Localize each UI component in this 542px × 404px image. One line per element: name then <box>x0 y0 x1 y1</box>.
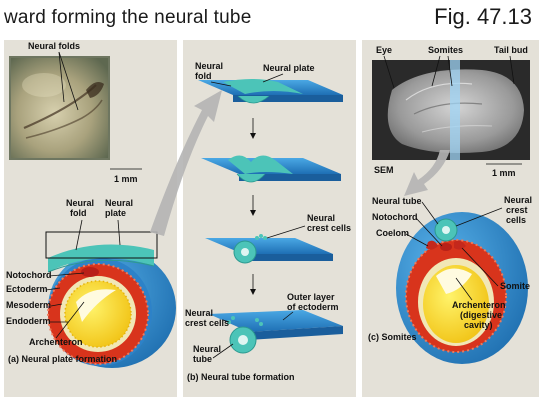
stage-1-neural-plate <box>198 79 343 103</box>
label-neural-crest-c-2: crest <box>506 205 528 215</box>
label-neural-crest-b1-2: crest cells <box>307 223 351 233</box>
label-neural-crest-b2-2: crest cells <box>185 318 229 328</box>
label-neural-folds-photo: Neural folds <box>28 41 80 51</box>
label-archenteron-c-3: cavity) <box>464 320 493 330</box>
label-notochord-c: Notochord <box>372 212 418 222</box>
panel-b-diagram: Neural fold Neural plate Neural crest ce… <box>183 40 356 397</box>
panel-somites: Eye Somites Tail bud SEM 1 mm Neural tub… <box>362 40 539 397</box>
label-neural-crest-c-3: cells <box>506 215 526 225</box>
label-neural-crest-b1-1: Neural <box>307 213 335 223</box>
embryo-photo <box>9 56 110 160</box>
label-neural-plate-a-1: Neural <box>105 198 133 208</box>
label-ectoderm-a: Ectoderm <box>6 284 48 294</box>
label-tail-bud: Tail bud <box>494 45 528 55</box>
label-coelom: Coelom <box>376 228 409 238</box>
label-neural-fold-a-2: fold <box>70 208 87 218</box>
scale-label-c: 1 mm <box>492 168 516 178</box>
panel-a-diagram: Neural folds 1 mm Neural fold Neural pla… <box>4 40 177 397</box>
panel-neural-tube-formation: Neural fold Neural plate Neural crest ce… <box>183 40 356 397</box>
scale-label-a: 1 mm <box>114 174 138 184</box>
label-neural-fold-b-1: Neural <box>195 61 223 71</box>
label-neural-plate-a-2: plate <box>105 208 126 218</box>
caption-b: (b) Neural tube formation <box>187 372 295 382</box>
embryo-cross-section-a <box>48 245 176 368</box>
leader-line <box>422 202 438 224</box>
label-endoderm-a: Endoderm <box>6 316 51 326</box>
label-neural-fold-b-2: fold <box>195 71 212 81</box>
label-notochord-a: Notochord <box>6 270 52 280</box>
panel-c-diagram: Eye Somites Tail bud SEM 1 mm Neural tub… <box>362 40 539 397</box>
leader-line <box>267 226 305 238</box>
figure-number: Fig. 47.13 <box>434 4 532 30</box>
label-neural-plate-b: Neural plate <box>263 63 315 73</box>
label-neural-fold-a-1: Neural <box>66 198 94 208</box>
caption-a: (a) Neural plate formation <box>8 354 117 364</box>
sem-image <box>372 60 530 160</box>
page-title: ward forming the neural tube <box>4 7 251 29</box>
label-eye: Eye <box>376 45 392 55</box>
arrow-head <box>250 289 256 295</box>
leader-line <box>76 220 82 250</box>
stage-3-crest-cells <box>205 234 333 263</box>
label-mesoderm-a: Mesoderm <box>6 300 51 310</box>
label-neural-tube-c: Neural tube <box>372 196 422 206</box>
label-sem: SEM <box>374 165 394 175</box>
label-neural-tube-b-2: tube <box>193 354 212 364</box>
arrow-head <box>250 210 256 216</box>
label-somites-sem: Somites <box>428 45 463 55</box>
label-archenteron-a: Archenteron <box>29 337 83 347</box>
label-outer-layer-2: of ectoderm <box>287 302 339 312</box>
label-outer-layer-1: Outer layer <box>287 292 335 302</box>
label-archenteron-c-2: (digestive <box>460 310 502 320</box>
label-neural-tube-b-1: Neural <box>193 344 221 354</box>
label-somite: Somite <box>500 281 530 291</box>
caption-c: (c) Somites <box>368 332 417 342</box>
panel-neural-plate-formation: Neural folds 1 mm Neural fold Neural pla… <box>4 40 177 397</box>
label-neural-crest-b2-1: Neural <box>185 308 213 318</box>
stage-2-folding <box>201 155 341 182</box>
label-neural-crest-c-1: Neural <box>504 195 532 205</box>
label-archenteron-c-1: Archenteron <box>452 300 506 310</box>
arrow-head <box>250 133 256 139</box>
